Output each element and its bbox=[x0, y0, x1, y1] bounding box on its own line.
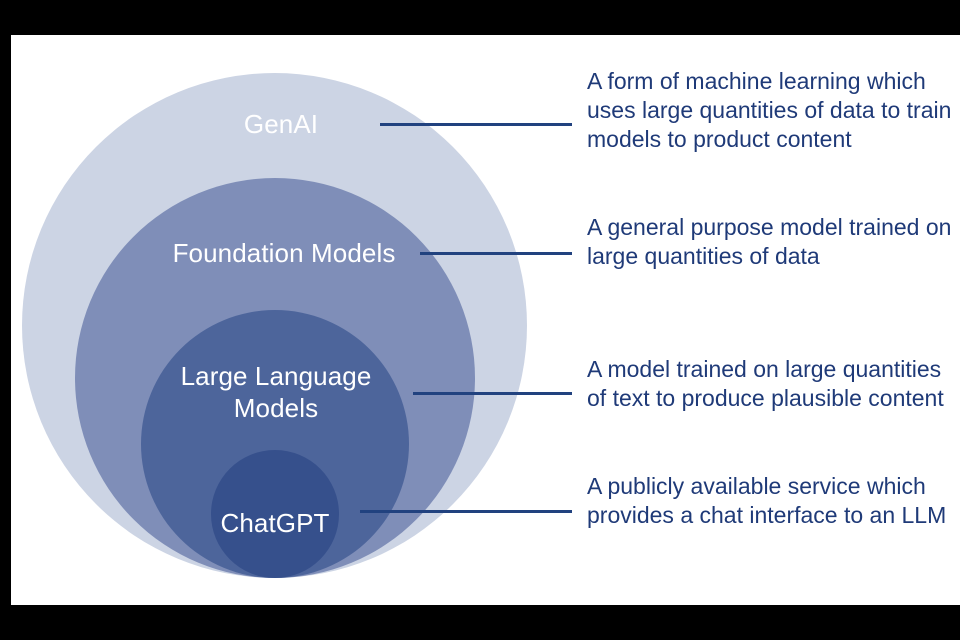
description-chatgpt: A publicly available service which provi… bbox=[587, 473, 947, 528]
leader-line-genai bbox=[380, 123, 572, 126]
description-foundation-models: A general purpose model trained on large… bbox=[587, 214, 952, 269]
diagram-canvas: GenAI Foundation Models Large Language M… bbox=[11, 35, 960, 605]
circle-label-chatgpt: ChatGPT bbox=[220, 508, 330, 538]
circle-label-large-language-models: Large Language Models bbox=[180, 361, 372, 423]
leader-line-foundation-models bbox=[420, 252, 572, 255]
circle-label-genai: GenAI bbox=[243, 109, 319, 139]
description-large-language-models: A model trained on large quantities of t… bbox=[587, 356, 944, 411]
description-genai: A form of machine learning which uses la… bbox=[587, 68, 952, 152]
circle-label-foundation-models: Foundation Models bbox=[172, 238, 396, 268]
leader-line-large-language-models bbox=[413, 392, 572, 395]
leader-line-chatgpt bbox=[360, 510, 572, 513]
circle-chatgpt[interactable] bbox=[211, 450, 339, 578]
